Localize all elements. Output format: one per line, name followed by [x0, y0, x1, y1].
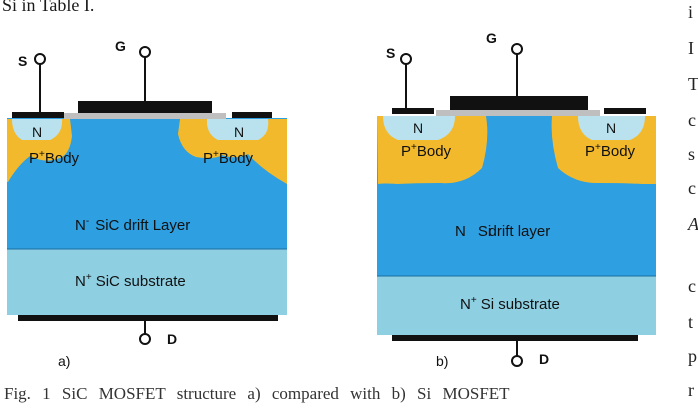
figure-a: S G D N N P+Body P+Body N-SiC drift Laye…: [7, 38, 287, 369]
b-drain-terminal: [511, 355, 523, 367]
a-n-right-label: N: [234, 124, 244, 140]
margin-letter: c: [688, 178, 696, 198]
b-substrate-label: N+Si substrate: [460, 295, 560, 313]
margin-letter: p: [688, 346, 697, 366]
b-drain-label: D: [539, 351, 549, 367]
b-n-right-label: N: [606, 120, 616, 136]
a-source-contact: [12, 112, 64, 118]
a-drift-label: N-SiC drift Layer: [75, 216, 190, 234]
a-drain-label: D: [167, 331, 177, 347]
top-text: Si in Table I.: [2, 0, 95, 15]
a-drain-terminal: [139, 333, 151, 345]
a-body-right-label: P+Body: [203, 149, 254, 167]
a-n-right: [206, 119, 269, 140]
b-n-left-label: N: [413, 120, 423, 136]
margin-letter: A: [688, 214, 698, 234]
a-substrate: [7, 249, 287, 315]
b-n-right: [578, 116, 645, 140]
a-gate-label: G: [115, 38, 126, 54]
a-gate-terminal: [139, 46, 151, 58]
b-source-contact: [392, 108, 434, 114]
b-source-label: S: [386, 45, 395, 61]
a-drain-contact: [18, 315, 278, 321]
a-n-left: [12, 119, 63, 140]
figure-caption: Fig. 1 SiC MOSFET structure a) compared …: [4, 384, 510, 403]
b-right-contact: [604, 108, 646, 114]
margin-letter: s: [688, 144, 696, 164]
a-source-label: S: [18, 53, 27, 69]
b-gate-electrode: [450, 96, 588, 110]
margin-letter: r: [688, 380, 694, 400]
b-gate-label: G: [486, 30, 497, 46]
b-n-left: [383, 116, 455, 140]
a-source-terminal: [34, 53, 46, 65]
margin-letter: T: [688, 74, 698, 94]
margin-letter: c: [688, 110, 696, 130]
b-drain-contact: [392, 335, 638, 341]
b-gate-terminal: [511, 43, 523, 55]
b-figure-label: b): [436, 353, 448, 369]
a-right-contact: [232, 112, 272, 118]
a-gate-electrode: [78, 101, 212, 113]
b-source-terminal: [400, 53, 412, 65]
a-n-left-label: N: [32, 124, 42, 140]
margin-letter: i: [688, 2, 694, 22]
a-figure-label: a): [58, 353, 70, 369]
b-body-right-label: P+Body: [585, 142, 636, 160]
a-substrate-label: N+SiC substrate: [75, 272, 186, 290]
margin-letter: t: [688, 312, 694, 332]
a-body-left-label: P+Body: [29, 149, 80, 167]
b-substrate: [377, 276, 656, 335]
margin-letter: I: [688, 38, 694, 58]
b-body-left-label: P+Body: [401, 142, 452, 160]
margin-letter: c: [688, 276, 696, 296]
